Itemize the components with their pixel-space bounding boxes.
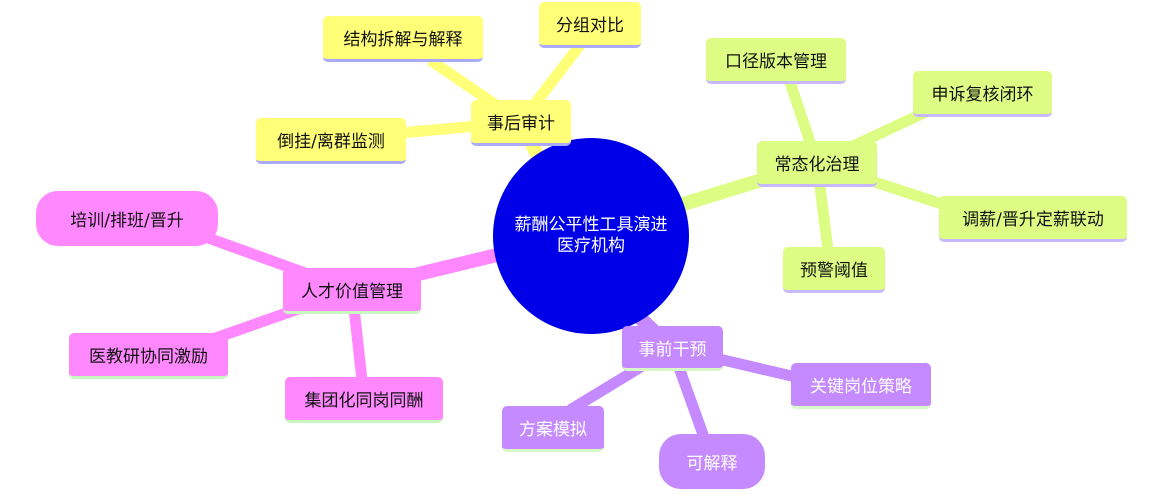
node-structure-breakdown[interactable]: 结构拆解与解释 <box>323 16 483 62</box>
node-simulation[interactable]: 方案模拟 <box>502 406 604 452</box>
node-explainable[interactable]: 可解释 <box>659 434 765 489</box>
root-node[interactable]: 薪酬公平性工具演进 医疗机构 <box>493 138 689 334</box>
node-incentive[interactable]: 医教研协同激励 <box>69 333 228 379</box>
node-intervention[interactable]: 事前干预 <box>622 326 723 371</box>
node-outlier-monitor[interactable]: 倒挂/离群监测 <box>256 118 406 164</box>
node-key-position[interactable]: 关键岗位策略 <box>791 363 931 409</box>
node-talent[interactable]: 人才价值管理 <box>283 268 421 314</box>
root-subtitle: 医疗机构 <box>557 236 625 256</box>
node-appeal-loop[interactable]: 申诉复核闭环 <box>913 71 1052 117</box>
node-equal-pay[interactable]: 集团化同岗同酬 <box>285 377 443 423</box>
node-governance[interactable]: 常态化治理 <box>757 141 877 187</box>
root-title: 薪酬公平性工具演进 <box>514 215 668 235</box>
node-audit[interactable]: 事后审计 <box>471 100 571 146</box>
node-warning-threshold[interactable]: 预警阈值 <box>783 247 885 293</box>
node-group-compare[interactable]: 分组对比 <box>539 2 641 48</box>
node-training[interactable]: 培训/排班/晋升 <box>36 191 218 246</box>
node-version-management[interactable]: 口径版本管理 <box>706 38 846 84</box>
node-salary-linkage[interactable]: 调薪/晋升定薪联动 <box>939 196 1127 242</box>
